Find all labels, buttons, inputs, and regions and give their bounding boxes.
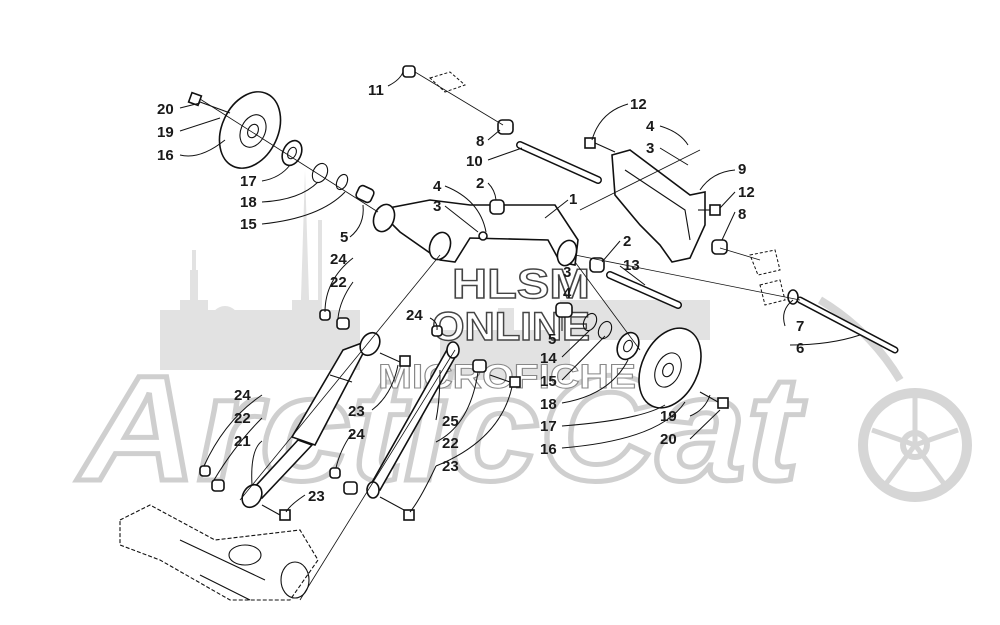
right-snap-ring	[597, 320, 613, 340]
shock-absorber	[241, 331, 381, 509]
mount-bracket	[611, 149, 706, 263]
callout-11: 11	[368, 82, 384, 99]
callout-20-right: 20	[660, 431, 677, 448]
left-wheel-bolt	[187, 91, 231, 114]
callout-2-right: 2	[623, 233, 631, 250]
callout-9: 9	[738, 161, 746, 178]
callout-6: 6	[796, 340, 804, 357]
callout-24-link: 24	[348, 426, 365, 443]
swing-arm-bushing	[489, 199, 505, 215]
callout-3-right: 3	[646, 140, 654, 157]
swing-arm	[372, 199, 579, 267]
upper-reference	[429, 71, 466, 93]
callout-7: 7	[796, 318, 804, 335]
wheel-watermark	[817, 296, 972, 502]
callout-3-center: 3	[563, 264, 571, 281]
right-idler-wheel	[638, 327, 702, 409]
callout-12-upper: 12	[630, 96, 647, 113]
callout-22-link: 22	[442, 435, 459, 452]
callout-17-right: 17	[540, 418, 557, 435]
callout-16-right: 16	[540, 441, 557, 458]
parts	[119, 65, 899, 601]
callout-3-left: 3	[433, 198, 441, 215]
callout-17-left: 17	[240, 173, 257, 190]
callout-23-link: 23	[442, 458, 459, 475]
left-bearing	[281, 139, 303, 167]
callout-12-right: 12	[738, 184, 755, 201]
shock-bushing-top	[336, 317, 350, 330]
callout-15-left: 15	[240, 216, 257, 233]
right-spacer	[555, 302, 573, 318]
link-bottom-bolt	[379, 496, 415, 521]
leader-lines	[179, 71, 861, 513]
right-bushing	[711, 239, 728, 255]
callout-2-left: 2	[476, 175, 484, 192]
callout-18-right: 18	[540, 396, 557, 413]
callout-24-lower: 24	[234, 387, 251, 404]
callout-22-top: 22	[330, 274, 347, 291]
callout-1: 1	[569, 191, 577, 208]
callout-5-right: 5	[548, 331, 556, 348]
grease-fitting	[478, 231, 488, 241]
bracket-bolt-right	[698, 204, 721, 216]
callout-23-shock: 23	[348, 403, 365, 420]
shock-top-bolt	[379, 352, 411, 367]
callout-19-left: 19	[157, 124, 174, 141]
right-washer	[582, 312, 598, 332]
link-nut-bottom	[329, 467, 341, 479]
right-bearing	[616, 331, 640, 361]
left-washer	[335, 173, 349, 191]
right-reference-2	[759, 279, 786, 306]
callout-19-right: 19	[660, 408, 677, 425]
microfiche-text: MICROFICHE	[378, 358, 636, 396]
shock-bushing-bottom	[211, 479, 225, 492]
axle-bolt	[787, 289, 899, 354]
hlsm-text: HLSM	[452, 260, 590, 307]
shock-bottom-bolt	[261, 504, 291, 521]
link-bushing-top	[472, 359, 487, 373]
callout-8-upper: 8	[476, 133, 484, 150]
callout-16-left: 16	[157, 147, 174, 164]
callout-25: 25	[442, 413, 459, 430]
link-top-bolt	[489, 374, 521, 388]
callout-22-lower: 22	[234, 410, 251, 427]
callout-15-right: 15	[540, 373, 557, 390]
bracket-bolt-upper	[584, 137, 616, 153]
right-reference	[749, 249, 781, 276]
callout-4-left: 4	[433, 178, 442, 195]
callout-labels: 11 20 19 16 17 18 15 5 24 22 4 3 2 1 8 1…	[157, 82, 804, 505]
left-snap-ring	[311, 162, 329, 184]
upper-shaft	[516, 141, 602, 184]
callout-8-right: 8	[738, 206, 746, 223]
frame-reference	[119, 504, 319, 601]
callout-4-right: 4	[646, 118, 655, 135]
callout-13: 13	[623, 257, 640, 274]
callout-4-center: 4	[563, 285, 572, 302]
link-bushing-bottom	[343, 481, 358, 495]
callout-18-left: 18	[240, 194, 257, 211]
lower-shaft	[606, 271, 682, 309]
shock-nut-bottom	[199, 465, 211, 477]
callout-20-left: 20	[157, 101, 174, 118]
lower-bushing	[589, 257, 605, 273]
callout-21: 21	[234, 433, 251, 450]
callout-10: 10	[466, 153, 483, 170]
callout-24-top: 24	[330, 251, 347, 268]
left-spacer	[355, 184, 375, 204]
left-idler-wheel	[218, 91, 282, 169]
assembly-lines	[199, 71, 801, 601]
callout-5-left: 5	[340, 229, 348, 246]
callout-23-bottom: 23	[308, 488, 325, 505]
upper-nut	[402, 65, 416, 78]
upper-bushing	[497, 119, 514, 135]
callout-24-center: 24	[406, 307, 423, 324]
callout-14: 14	[540, 350, 557, 367]
